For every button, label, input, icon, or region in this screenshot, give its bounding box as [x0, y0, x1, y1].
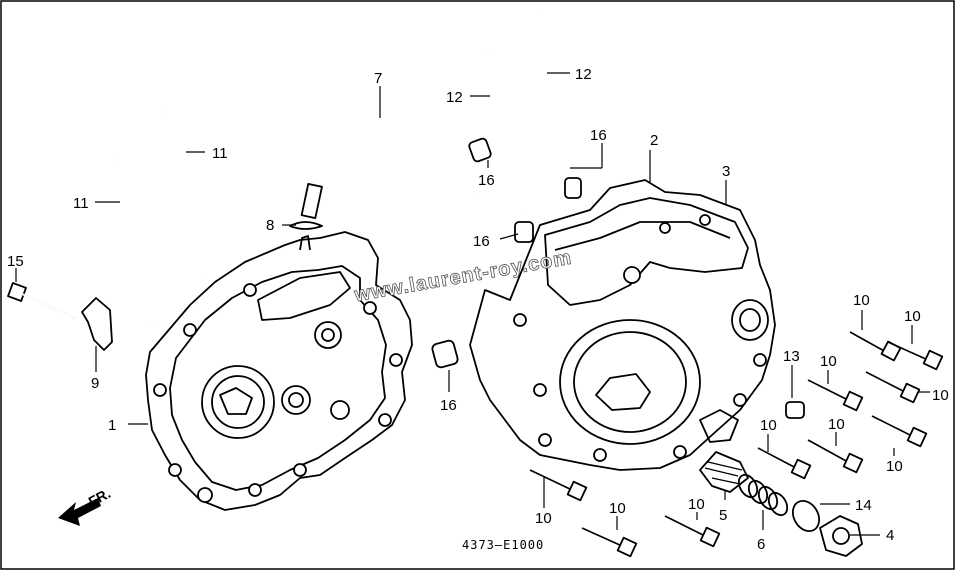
callout-9: 9 [91, 375, 99, 392]
callout-16-c: 16 [473, 233, 490, 250]
callout-4: 4 [886, 527, 894, 544]
oil-strainer-assembly [699, 451, 863, 557]
callout-10-a: 10 [853, 292, 870, 309]
callout-8: 8 [266, 217, 274, 234]
callout-16-b: 16 [478, 172, 495, 189]
callout-2: 2 [650, 132, 658, 149]
callout-10-b: 10 [904, 308, 921, 325]
callout-12-b: 12 [575, 66, 592, 83]
stud-bolts [113, 7, 574, 323]
callout-10-c: 10 [820, 353, 837, 370]
callout-10-j: 10 [688, 496, 705, 513]
callout-14: 14 [855, 497, 872, 514]
breather-tube [300, 116, 479, 219]
callout-10-i: 10 [609, 500, 626, 517]
callout-labels: 1 2 3 4 5 6 7 8 9 10 10 10 10 10 10 10 1… [7, 66, 949, 553]
callout-16-a: 16 [590, 127, 607, 144]
callout-15: 15 [7, 253, 24, 270]
callout-11-a: 11 [73, 195, 89, 212]
collar-13 [785, 401, 805, 419]
callout-11-b: 11 [212, 145, 228, 162]
callout-12-a: 12 [446, 89, 463, 106]
tube-clip [289, 221, 323, 230]
callout-5: 5 [719, 507, 727, 524]
left-crankcase [145, 231, 413, 511]
callout-7: 7 [374, 70, 382, 87]
leader-lines [15, 72, 930, 536]
dowel-pins [431, 137, 582, 369]
callout-1: 1 [108, 417, 116, 434]
callout-10-d: 10 [932, 387, 949, 404]
callout-10-g: 10 [760, 417, 777, 434]
drawing-code: 4373–E1000 [462, 538, 544, 552]
front-arrow-icon [58, 498, 101, 526]
bracket-9 [81, 297, 113, 351]
callout-10-e: 10 [828, 416, 845, 433]
right-crankcase [469, 179, 776, 471]
bolt-15 [7, 282, 76, 319]
flange-bolts [529, 331, 944, 558]
callout-3: 3 [722, 163, 730, 180]
callout-16-d: 16 [440, 397, 457, 414]
callout-10-f: 10 [886, 458, 903, 475]
callout-13: 13 [783, 348, 800, 365]
callout-6: 6 [757, 536, 765, 553]
callout-10-h: 10 [535, 510, 552, 527]
